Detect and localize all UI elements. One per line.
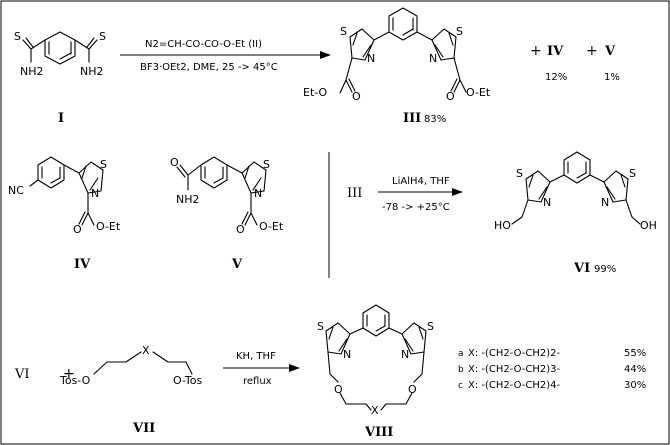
variant-c-row: c X: -(CH2-O-CH2)4- 30% (458, 380, 646, 391)
macro-sulfur-left: S (317, 320, 324, 333)
diazo-reagent-text: N2=CH-CO-CO-O-Et (II) (145, 39, 262, 50)
variant-b-row: b X: -(CH2-O-CH2)3- 44% (458, 364, 646, 375)
compound-IV-nitrogen: N (91, 187, 99, 200)
thiazole-nitrogen-right: N (429, 52, 437, 65)
conditions-text-1: BF3·OEt2, DME, 25 -> 45°C (140, 62, 278, 73)
variant-b-letter: b (458, 365, 464, 375)
thiazole-sulfur-left: S (340, 25, 347, 38)
side-product-V-yield: 1% (604, 72, 620, 83)
compound-VIII-structure (325, 304, 427, 411)
compound-VIII-label: VIII (364, 425, 393, 440)
compound-I-label: I (58, 111, 64, 126)
linker-tos-left: Tos-O (59, 374, 91, 387)
lialh4-reagent: LiAlH4, THF (392, 176, 450, 187)
plus-sign-2: + (586, 43, 598, 59)
compound-V-ester: O-Et (259, 220, 284, 233)
variant-a-yield: 55% (624, 348, 646, 359)
thiazole-nitrogen-left: N (367, 52, 375, 65)
compound-IV-ester: O-Et (96, 220, 121, 233)
compound-I-structure (22, 31, 98, 65)
amide-carbonyl-oxygen: O (170, 156, 179, 169)
plus-sign-1: + (530, 43, 542, 59)
hydroxyl-right: OH (640, 219, 657, 232)
variant-a-formula: X: -(CH2-O-CH2)2- (468, 348, 561, 359)
linker-x: X (142, 344, 150, 357)
ester-left-label: Et-O (303, 86, 328, 99)
macro-sulfur-right: S (427, 320, 434, 333)
compound-III-yield: 83% (424, 114, 446, 125)
ester-right-label: O-Et (466, 86, 491, 99)
compound-VI-sulfur-right: S (629, 167, 636, 180)
compound-III-structure (339, 7, 467, 94)
macro-x: X (371, 404, 379, 417)
compound-IV-carbonyl: O (73, 223, 82, 236)
variant-a-letter: a (458, 349, 464, 359)
variant-c-letter: c (458, 381, 463, 391)
compound-VI-yield: 99% (594, 264, 616, 275)
macro-nitrogen-left: N (343, 348, 351, 361)
hydroxyl-left: HO (494, 219, 511, 232)
macro-ether-oxygen-left: O (334, 383, 343, 396)
compound-IV-sulfur: S (100, 158, 107, 171)
compound-VI-nitrogen-right: N (601, 196, 609, 209)
thioamide-sulfur-left: S (14, 30, 21, 43)
variant-c-yield: 30% (624, 380, 646, 391)
variant-a-row: a X: -(CH2-O-CH2)2- 55% (458, 348, 646, 359)
plus-sign-3: + (63, 366, 75, 382)
side-product-IV-label: IV (547, 44, 564, 59)
linker-tos-right: O-Tos (173, 374, 203, 387)
reflux-condition: reflux (243, 376, 272, 387)
compound-IV-structure (29, 156, 104, 226)
variant-b-formula: X: -(CH2-O-CH2)3- (468, 364, 561, 375)
macro-nitrogen-right: N (401, 348, 409, 361)
compound-V-label: V (231, 257, 243, 272)
thioamide-nh2-right: NH2 (80, 65, 104, 78)
side-product-V-label: V (604, 44, 616, 59)
variant-b-yield: 44% (624, 364, 646, 375)
compound-VI-nitrogen-left: N (543, 196, 551, 209)
compound-V-sulfur: S (263, 158, 270, 171)
reduction-start-label: III (347, 186, 362, 201)
side-product-IV-yield: 12% (545, 72, 567, 83)
thioamide-sulfur-right: S (99, 30, 106, 43)
compound-VII-structure (93, 351, 193, 375)
variant-c-formula: X: -(CH2-O-CH2)4- (468, 380, 561, 391)
compound-III-label: III (403, 111, 421, 126)
macrocyclization-start-label: VI (14, 367, 30, 382)
compound-V-nitrogen: N (254, 187, 262, 200)
ester-carbonyl-left: O (352, 90, 361, 103)
reaction-arrow-3-head (289, 364, 300, 372)
compound-V-carbonyl: O (236, 223, 245, 236)
compound-VI-structure (511, 151, 641, 225)
compound-VII-label: VII (132, 421, 155, 436)
reduction-conditions: -78 -> +25°C (382, 202, 450, 213)
kh-reagent: KH, THF (236, 351, 276, 362)
nitrile-group: NC (8, 184, 24, 197)
compound-VI-label: VI (573, 261, 590, 276)
amide-nh2: NH2 (176, 193, 200, 206)
thioamide-nh2-left: NH2 (20, 65, 44, 78)
macro-ether-oxygen-right: O (408, 383, 417, 396)
ester-carbonyl-right: O (446, 90, 455, 103)
compound-V-structure (176, 156, 267, 226)
reaction-arrow-2-head (452, 188, 463, 196)
thiazole-sulfur-right: S (456, 25, 463, 38)
reaction-arrow-1-head (320, 51, 331, 59)
compound-IV-label: IV (74, 257, 91, 272)
compound-VI-sulfur-left: S (516, 167, 523, 180)
